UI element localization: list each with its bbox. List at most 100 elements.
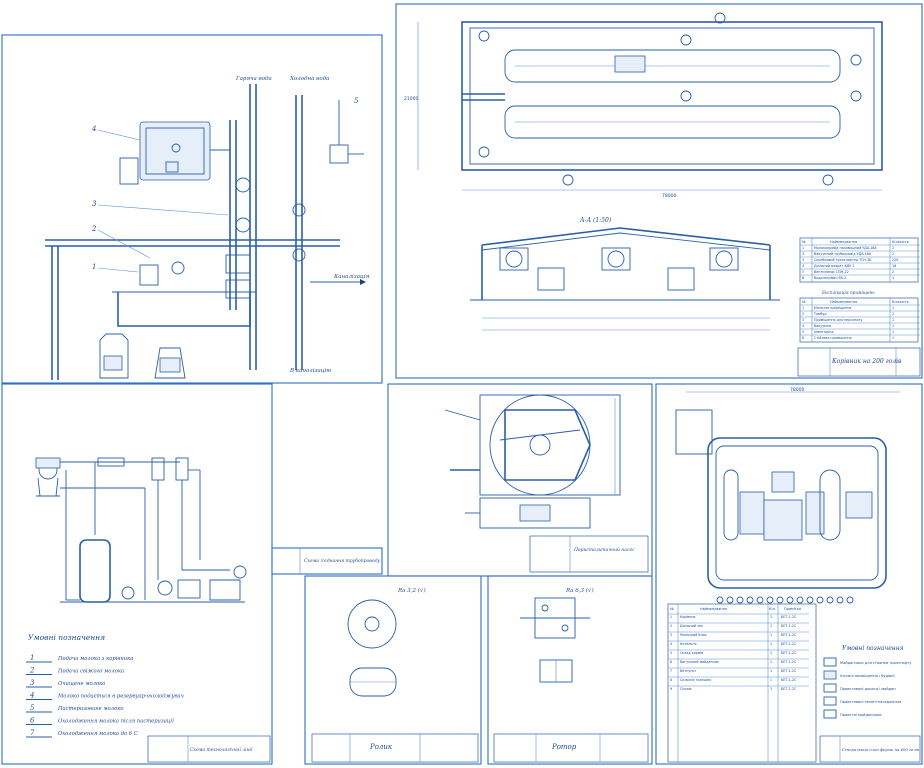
section-label: А-А (1:50) xyxy=(579,217,612,224)
rotor-title: Ротор xyxy=(551,743,577,751)
legend-number: 7 xyxy=(30,729,35,737)
legend-number: 2 xyxy=(29,667,35,675)
legend-swatch xyxy=(823,657,837,667)
lt-head-note: Примітка xyxy=(784,607,801,611)
table-cell: 5 xyxy=(802,330,804,334)
t1-head-num: № xyxy=(802,240,806,244)
t2-head-num: № xyxy=(802,300,806,304)
legend-text: Молоко подається в резервуар-охолоджувач xyxy=(57,694,184,700)
layout-stamp-title: Генеральний план ферми на 400 голів xyxy=(841,747,920,752)
table-cell: Доїльний зал xyxy=(680,624,703,628)
table-cell: БЕТ-1-2С xyxy=(781,669,797,673)
table-cell: Ветпункт xyxy=(680,669,696,673)
table-cell: БЕТ-1-2С xyxy=(781,624,797,628)
legend-swatch xyxy=(823,709,837,719)
legend-swatch xyxy=(823,670,837,680)
table-cell: 6 xyxy=(670,660,672,664)
table-cell: 1 xyxy=(670,615,672,619)
table-cell: 3 xyxy=(802,318,804,322)
t1-head-name: Найменування xyxy=(830,240,857,244)
layout-legend-list: Майданчики для стоянки транспортуІснуючі… xyxy=(823,657,912,719)
table-cell: 4 xyxy=(802,324,804,328)
table-cell: 8 xyxy=(670,678,672,682)
table-cell: Сінник xyxy=(680,687,692,691)
roller-title: Ролик xyxy=(369,743,393,751)
layout-legend-text: Проектні майданчики xyxy=(840,713,882,717)
table-cell: Інвентарна xyxy=(814,330,833,334)
t2-head-qty: Кількість xyxy=(892,300,909,304)
table-cell: Стійлове приміщення xyxy=(814,336,852,340)
table-cell: 4 xyxy=(802,264,804,268)
t2-title: Експлікація приміщень xyxy=(821,290,875,295)
lt-head-num: № xyxy=(670,607,674,611)
sheet-rotor: Ra 6,3 (√) Ротор xyxy=(487,575,653,765)
table-cell: БЕТ-1-2С xyxy=(781,615,797,619)
plan-height-dim: 21000 xyxy=(404,96,418,102)
item-label-3: 3 xyxy=(92,200,97,208)
layout-width-dim: 78000 xyxy=(790,387,804,393)
legend-text: Охолодження молока після пастеризації xyxy=(58,719,175,725)
rotor-roughness: Ra 6,3 (√) xyxy=(565,587,594,594)
sheet-roller: Ra 3,2 (√) Ролик xyxy=(304,575,482,765)
table-cell: 4 xyxy=(670,642,672,646)
table-cell: 2 xyxy=(802,312,804,316)
table-cell: 3 xyxy=(670,633,672,637)
table-cell: 1 xyxy=(892,336,894,340)
lt-head-name: Найменування xyxy=(700,607,727,611)
rooms-table: Експлікація приміщень № Найменування Кіл… xyxy=(799,290,920,343)
layout-legend-text: Проектовані зелені насадження xyxy=(840,700,901,704)
legend-text: Очищене молоко xyxy=(58,681,105,687)
table-cell: Молокопровід пасовищний УДА-16А xyxy=(814,246,877,250)
legend-number: 3 xyxy=(30,679,35,687)
legend-number: 1 xyxy=(30,654,34,662)
legend-text: Подача свіжого молока xyxy=(57,669,124,675)
table-cell: 1 xyxy=(770,615,772,619)
table-cell: Тамбур xyxy=(813,312,827,316)
to-drain-label: В каналізацію xyxy=(289,368,331,374)
table-cell: 6 xyxy=(802,276,804,280)
lt-head-qty: Кіл. xyxy=(769,607,776,611)
layout-legend-text: Проектовані дороги і майдан xyxy=(840,687,896,691)
layout-legend-text: Існуючі приміщення і будівлі xyxy=(840,674,894,678)
item-label-5: 5 xyxy=(354,97,359,105)
table-cell: 2 xyxy=(892,246,894,250)
legend-list: 1 Подача молока з корівника 2 Подача свіжог… xyxy=(26,654,184,738)
table-cell: 9 xyxy=(670,687,672,691)
table-cell: 3 xyxy=(802,258,804,262)
table-cell: Склад кормів xyxy=(680,651,703,655)
legend-swatch xyxy=(823,683,837,693)
legend-text: Подача молока з корівника xyxy=(57,656,133,662)
table-cell: Вентилятор СПМ-22 xyxy=(814,270,849,274)
table-cell: 2 xyxy=(892,312,894,316)
table-cell: 1 xyxy=(770,669,772,673)
table-cell: БЕТ-1-2С xyxy=(781,651,797,655)
table-cell: 1 xyxy=(770,633,772,637)
table-cell: БЕТ-1-2С xyxy=(781,687,797,691)
layout-legend-text: Майданчики для стоянки транспорту xyxy=(840,661,912,665)
legend-number: 4 xyxy=(29,692,34,700)
legend-text: Охолодження молока до 6 С xyxy=(58,731,138,737)
sheet-pump-assembly: Перистальтичний насос xyxy=(387,383,653,577)
table-cell: 1 xyxy=(770,642,772,646)
table-cell: Скребковий транспортер ТСН-3Б xyxy=(814,258,872,262)
table-cell: Молочне приміщення xyxy=(814,306,851,310)
table-cell: Вигульний майданчик xyxy=(680,660,719,664)
table-cell: 2 xyxy=(670,624,672,628)
roller-roughness: Ra 3,2 (√) xyxy=(397,587,426,594)
table-cell: Приміщення для персоналу xyxy=(814,318,862,322)
table-cell: 1 xyxy=(892,330,894,334)
legend-number: 6 xyxy=(30,717,35,725)
table-cell: Корівник xyxy=(680,615,696,619)
table-cell: 6 xyxy=(802,336,804,340)
table-cell: БЕТ-1-2С xyxy=(781,678,797,682)
table-cell: Доїльний апарат АДУ-1 xyxy=(814,264,854,268)
table-cell: Силосна траншея xyxy=(680,678,711,682)
table-cell: 1 xyxy=(892,318,894,322)
pump-stamp-title: Перистальтичний насос xyxy=(573,547,635,553)
table-cell: 1 xyxy=(770,678,772,682)
